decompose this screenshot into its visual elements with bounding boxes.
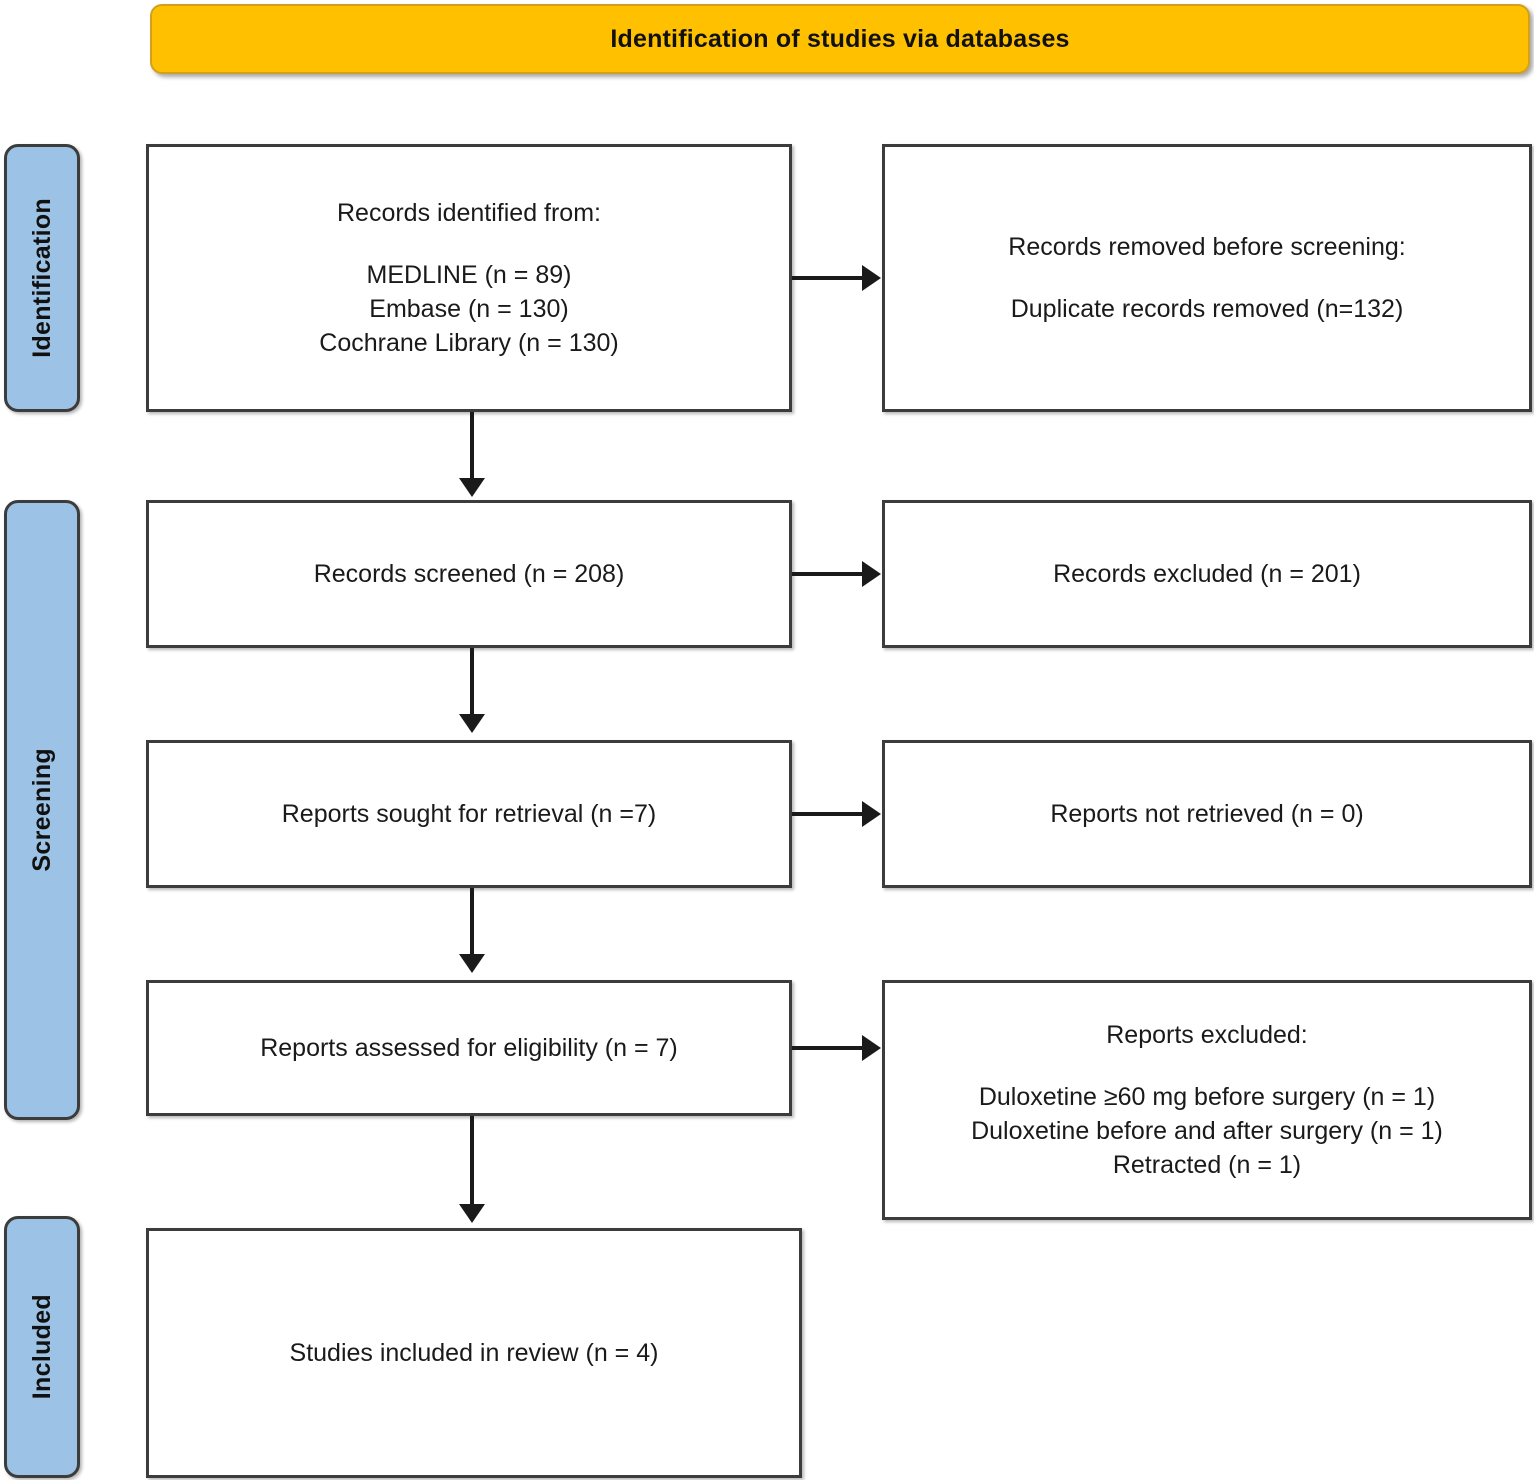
records-removed-heading: Records removed before screening: — [1008, 233, 1406, 261]
stage-label-included-text: Included — [27, 1294, 56, 1400]
reports-excluded-heading: Reports excluded: — [1106, 1021, 1308, 1049]
records-excluded-text: Records excluded (n = 201) — [1053, 560, 1361, 588]
connector-screened-to-sought — [470, 648, 474, 718]
studies-included-text: Studies included in review (n = 4) — [289, 1339, 659, 1367]
reports-excluded-reason-retracted: Retracted (n = 1) — [1112, 1151, 1302, 1179]
stage-label-screening: Screening — [4, 500, 80, 1120]
arrow-down-icon — [459, 954, 485, 973]
arrow-down-icon — [459, 1204, 485, 1223]
records-screened-text: Records screened (n = 208) — [313, 560, 625, 588]
records-identified-source-embase: Embase (n = 130) — [369, 295, 569, 323]
connector-identified-to-removed — [792, 276, 864, 280]
reports-not-retrieved-text: Reports not retrieved (n = 0) — [1050, 800, 1364, 828]
text-spacer — [971, 1052, 1443, 1080]
arrow-right-icon — [862, 1035, 881, 1061]
records-identified-heading: Records identified from: — [336, 199, 601, 227]
connector-screened-to-excluded — [792, 572, 864, 576]
connector-assessed-to-excluded — [792, 1046, 864, 1050]
box-reports-not-retrieved: Reports not retrieved (n = 0) — [882, 740, 1532, 888]
box-reports-excluded: Reports excluded: Duloxetine ≥60 mg befo… — [882, 980, 1532, 1220]
arrow-down-icon — [459, 478, 485, 497]
diagram-title: Identification of studies via databases — [610, 24, 1070, 53]
box-reports-assessed: Reports assessed for eligibility (n = 7) — [146, 980, 792, 1116]
box-studies-included: Studies included in review (n = 4) — [146, 1228, 802, 1478]
arrow-down-icon — [459, 714, 485, 733]
arrow-right-icon — [862, 801, 881, 827]
stage-label-identification-text: Identification — [27, 198, 56, 358]
records-identified-source-medline: MEDLINE (n = 89) — [366, 261, 572, 289]
connector-assessed-to-included — [470, 1116, 474, 1208]
records-removed-duplicates: Duplicate records removed (n=132) — [1010, 295, 1404, 323]
arrow-right-icon — [862, 265, 881, 291]
diagram-header-banner: Identification of studies via databases — [150, 4, 1530, 74]
box-reports-sought: Reports sought for retrieval (n =7) — [146, 740, 792, 888]
connector-sought-to-assessed — [470, 888, 474, 958]
reports-assessed-text: Reports assessed for eligibility (n = 7) — [260, 1034, 678, 1062]
text-spacer — [1008, 264, 1405, 292]
stage-label-identification: Identification — [4, 144, 80, 412]
arrow-right-icon — [862, 561, 881, 587]
stage-label-screening-text: Screening — [27, 748, 56, 872]
box-records-identified: Records identified from: MEDLINE (n = 89… — [146, 144, 792, 412]
reports-sought-text: Reports sought for retrieval (n =7) — [281, 800, 657, 828]
reports-excluded-reason-dose: Duloxetine ≥60 mg before surgery (n = 1) — [978, 1083, 1436, 1111]
reports-excluded-reason-timing: Duloxetine before and after surgery (n =… — [971, 1117, 1443, 1145]
text-spacer — [319, 230, 618, 258]
stage-label-included: Included — [4, 1216, 80, 1478]
box-records-screened: Records screened (n = 208) — [146, 500, 792, 648]
box-records-removed: Records removed before screening: Duplic… — [882, 144, 1532, 412]
connector-sought-to-notretrieved — [792, 812, 864, 816]
box-records-excluded: Records excluded (n = 201) — [882, 500, 1532, 648]
connector-identified-to-screened — [470, 412, 474, 482]
records-identified-source-cochrane: Cochrane Library (n = 130) — [319, 329, 619, 357]
